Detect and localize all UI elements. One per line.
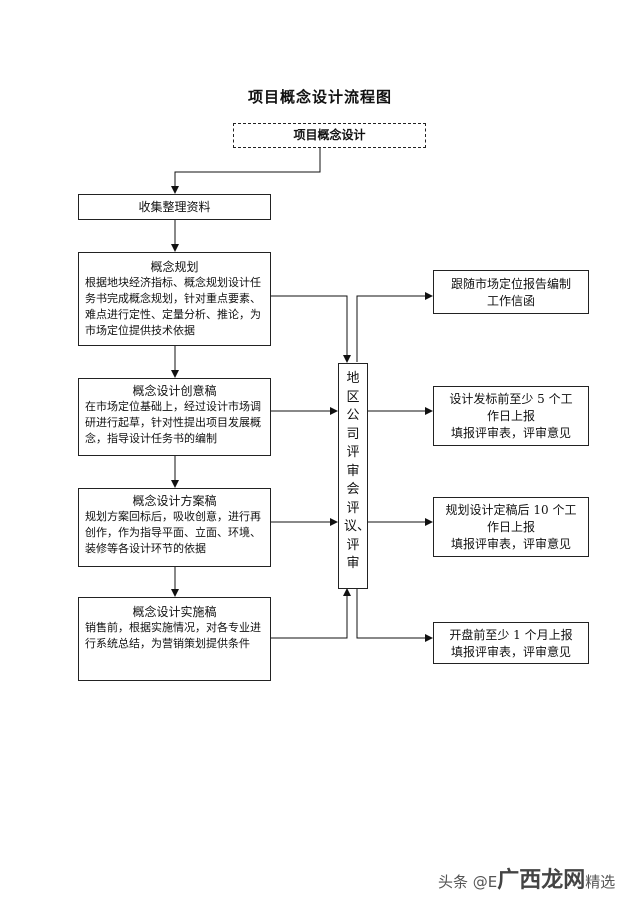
review-column-text: 地区公司评审会评议、评审: [344, 371, 371, 571]
right-box-1: 跟随市场定位报告编制 工作信函: [433, 270, 589, 314]
step-heading: 概念规划: [150, 260, 199, 274]
right-box-line: 作日上报: [486, 520, 535, 534]
step-heading: 概念设计实施稿: [132, 605, 217, 619]
page-title: 项目概念设计流程图: [247, 88, 392, 106]
watermark-suffix: 精选: [585, 873, 616, 891]
right-box-line: 作日上报: [486, 409, 535, 423]
start-box: 项目概念设计: [233, 123, 426, 148]
step-text: 在市场定位基础上，经过设计市场调研进行起草，针对性提出项目发展概念，指导设计任务…: [85, 400, 261, 445]
right-box-4: 开盘前至少 1 个月上报 填报评审表，评审意见: [433, 622, 589, 664]
step-heading: 概念设计方案稿: [132, 494, 217, 508]
watermark-prefix: 头条 @E: [438, 873, 498, 891]
right-box-line: 填报评审表，评审意见: [450, 645, 571, 659]
step-heading: 概念设计创意稿: [132, 384, 217, 398]
watermark: 头条 @E广西龙网精选: [438, 862, 615, 894]
arrow-review-to-box1: [356, 292, 433, 362]
arrow-plan-to-review: [270, 295, 351, 363]
right-box-line: 工作信函: [486, 294, 535, 308]
watermark-main: 广西龙网: [497, 868, 586, 893]
right-box-line: 规划设计定稿后 10 个工: [445, 503, 577, 517]
arrow-start-to-collect: [171, 148, 321, 194]
step-box-implement: 概念设计实施稿 销售前，根据实施情况，对各专业进行系统总结，为营销策划提供条件: [78, 597, 271, 681]
step-text: 根据地块经济指标、概念规划设计任务书完成概念规划，针对重点要素、难点进行定性、定…: [85, 276, 261, 337]
right-box-line: 填报评审表，评审意见: [450, 537, 571, 551]
arrow-review-to-box4: [356, 589, 433, 642]
review-column-box: 地区公司评审会评议、评审: [338, 363, 371, 589]
right-box-line: 开盘前至少 1 个月上报: [449, 628, 573, 642]
step-text: 规划方案回标后，吸收创意，进行再创作，作为指导平面、立面、环境、装修等各设计环节…: [85, 510, 261, 555]
step-box-plan: 概念规划 根据地块经济指标、概念规划设计任务书完成概念规划，针对重点要素、难点进…: [78, 252, 271, 346]
right-box-line: 跟随市场定位报告编制: [450, 277, 571, 291]
right-box-2: 设计发标前至少 5 个工 作日上报 填报评审表，评审意见: [433, 386, 589, 446]
arrow-implement-to-review: [270, 588, 351, 639]
right-box-line: 填报评审表，评审意见: [450, 426, 571, 440]
right-box-line: 设计发标前至少 5 个工: [449, 392, 573, 406]
step-box-creative: 概念设计创意稿 在市场定位基础上，经过设计市场调研进行起草，针对性提出项目发展概…: [78, 378, 271, 456]
collect-box: 收集整理资料: [78, 194, 271, 220]
step-text: 销售前，根据实施情况，对各专业进行系统总结，为营销策划提供条件: [85, 621, 261, 650]
right-box-3: 规划设计定稿后 10 个工 作日上报 填报评审表，评审意见: [433, 497, 589, 557]
step-box-scheme: 概念设计方案稿 规划方案回标后，吸收创意，进行再创作，作为指导平面、立面、环境、…: [78, 488, 271, 567]
